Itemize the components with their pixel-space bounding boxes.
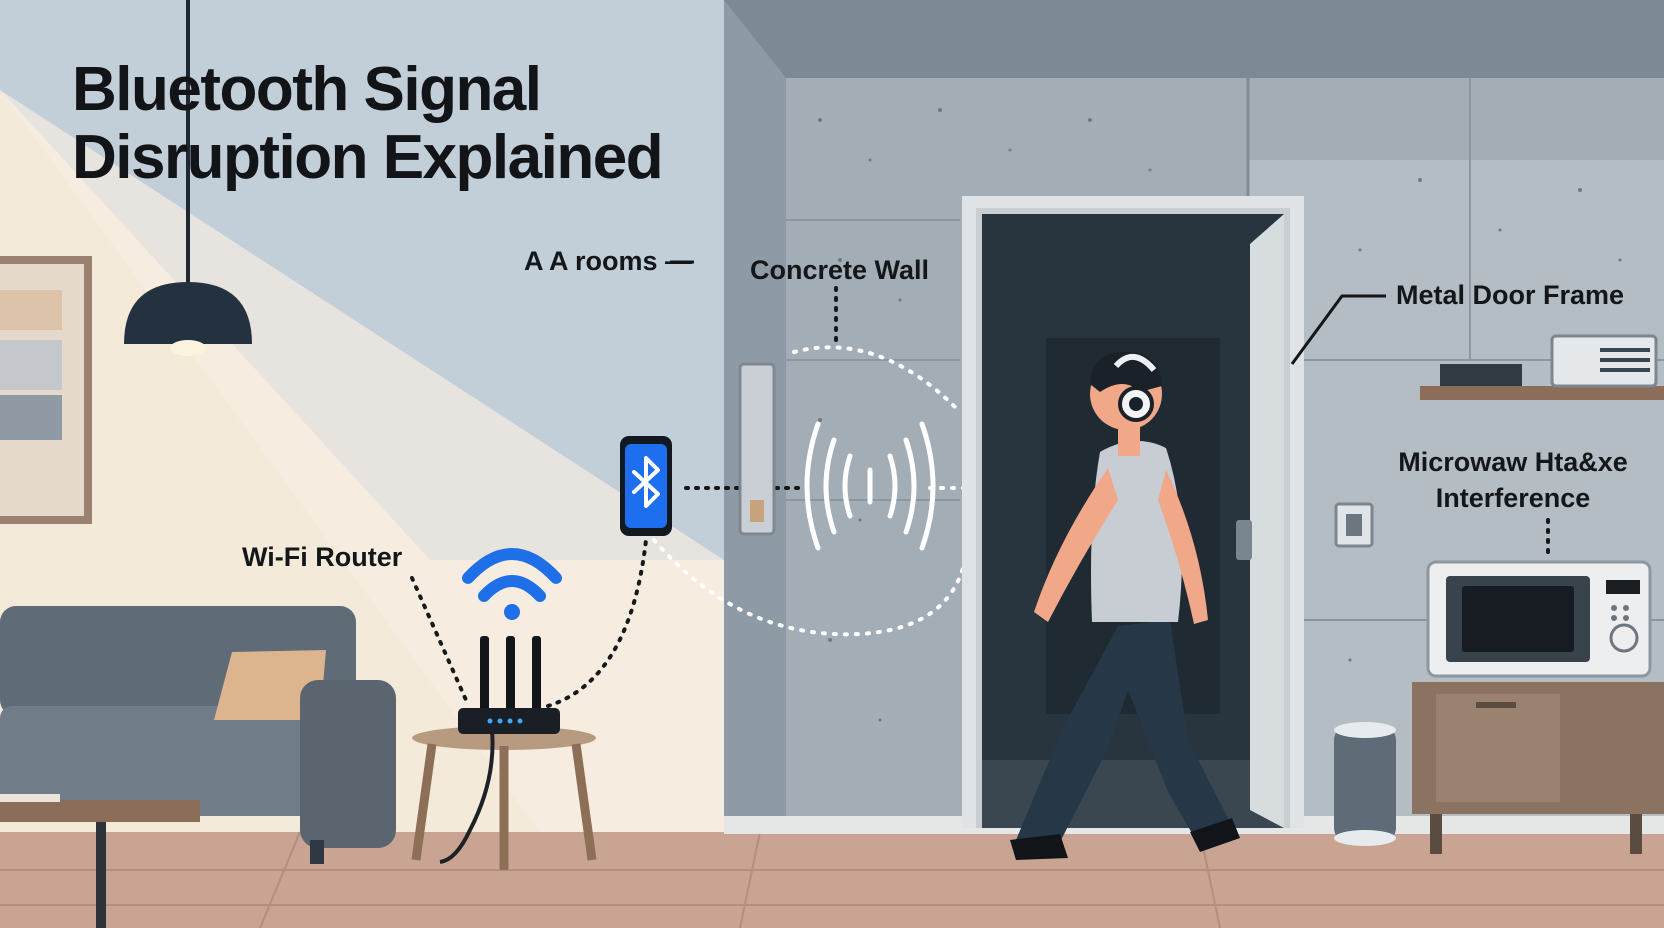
light-switch-toggle — [1346, 514, 1362, 536]
wifi-icon — [462, 548, 562, 620]
floor-boards — [0, 831, 1664, 928]
cabinet-leg — [1430, 814, 1442, 854]
microwave-label-line-2: Interference — [1435, 483, 1591, 513]
picture-stripe — [0, 340, 62, 390]
concrete-wall-label: Concrete Wall — [750, 255, 930, 285]
page-title: Bluetooth Signal Disruption Explained — [72, 55, 664, 192]
lamp-bulb — [170, 340, 206, 356]
coffee-table — [0, 800, 200, 822]
person-with-headphones — [1010, 351, 1240, 860]
pendant-lamp — [124, 282, 252, 344]
wifi-router — [458, 636, 560, 734]
open-door — [1250, 214, 1284, 828]
cabinet-door — [1436, 694, 1560, 802]
side-table-leg — [411, 743, 437, 861]
sofa — [0, 606, 396, 864]
shelf-box — [1440, 364, 1522, 386]
rooms-label: A A rooms — — [524, 246, 693, 276]
ceiling — [724, 0, 1664, 78]
metal-door-frame-label: Metal Door Frame — [1396, 280, 1625, 310]
wall-shelf — [1420, 386, 1664, 400]
coffee-table-leg — [96, 822, 106, 928]
side-table-leg — [571, 743, 597, 861]
intercom-button — [750, 500, 764, 522]
bluetooth-icon — [632, 456, 660, 508]
wifi-router-label: Wi-Fi Router — [242, 542, 403, 572]
sofa-pillow — [214, 650, 326, 720]
signal-dotted-paths — [410, 286, 1550, 708]
coffee-table-book — [0, 794, 60, 802]
radio-speaker-grille — [1600, 348, 1650, 372]
cabinet-handle — [1476, 702, 1516, 708]
microwave — [1426, 560, 1652, 678]
router-cable — [439, 729, 495, 864]
intercom-panel — [738, 362, 776, 536]
picture-stripe — [0, 290, 62, 330]
door-frame-leader-line — [1290, 294, 1386, 365]
microwave-interference-label: Microwaw Hta&xe Interference — [1378, 444, 1648, 516]
picture-stripe — [0, 395, 62, 440]
microwave-label-line-1: Microwaw Hta&xe — [1398, 447, 1628, 477]
smart-speaker — [1334, 722, 1396, 846]
cabinet-leg — [1630, 814, 1642, 854]
title-line-2: Disruption Explained — [72, 123, 664, 192]
title-line-1: Bluetooth Signal — [72, 55, 542, 124]
floor — [0, 832, 1664, 928]
